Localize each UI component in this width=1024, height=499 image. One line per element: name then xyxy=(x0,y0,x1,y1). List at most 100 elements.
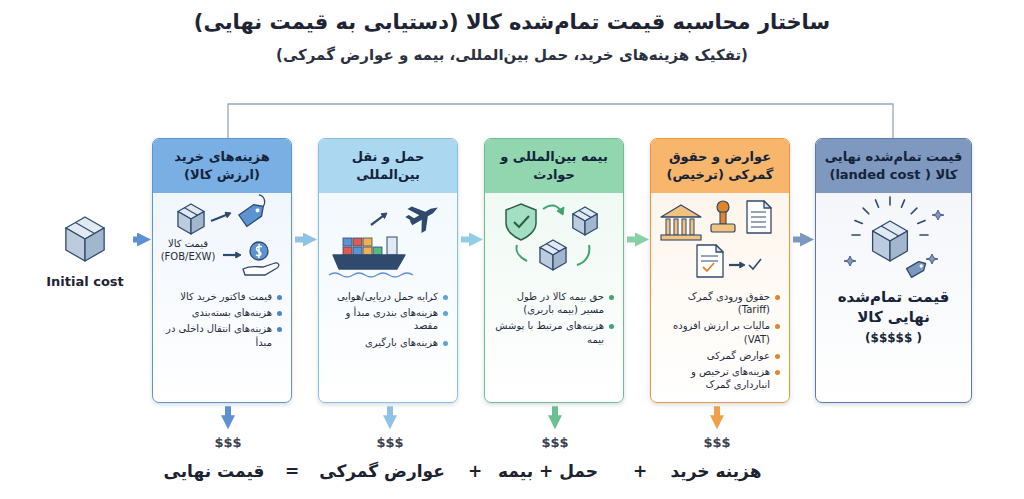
icon-caption: قیمت کالا (FOB/EXW) xyxy=(156,237,220,263)
icon-shape xyxy=(250,242,268,260)
bullet-item: کرایه حمل دریایی/هوایی xyxy=(325,290,449,303)
icon-shape xyxy=(751,212,766,213)
flow-arrow xyxy=(793,237,801,243)
icon-shape xyxy=(701,261,718,262)
icon-shape xyxy=(751,227,766,228)
icon-shape xyxy=(402,195,445,236)
icon-area: قیمت کالا (FOB/EXW) xyxy=(153,193,291,285)
stage-heading: عوارض و حقوق گمرکی (ترخیص) xyxy=(657,148,783,183)
icon-shape xyxy=(907,259,928,277)
icon-shape xyxy=(255,208,261,214)
icon-shape xyxy=(751,222,766,223)
formula-term: حمل + بیمه xyxy=(483,461,613,481)
icon-ray xyxy=(889,197,891,205)
icon-shape xyxy=(666,219,670,235)
result-box: قیمت تمام‌شده نهایی کالا ( landed cost) ق… xyxy=(815,138,972,403)
icon-shape xyxy=(329,273,413,277)
cost-symbol: $$$ xyxy=(652,435,782,450)
down-arrow xyxy=(387,406,393,416)
icon-shape xyxy=(926,254,938,264)
icon-shape xyxy=(717,201,729,213)
formula-term: عوارض گمرکی xyxy=(317,461,447,481)
flow-arrow xyxy=(133,237,138,243)
flow-arrow xyxy=(461,237,470,243)
icon-shape xyxy=(919,264,923,268)
icon-shape xyxy=(506,204,536,240)
box-icon xyxy=(40,212,130,268)
box-icon xyxy=(816,193,970,285)
cost-symbol: $$$ xyxy=(490,435,620,450)
icon-ray xyxy=(901,200,904,207)
down-arrow xyxy=(225,406,231,416)
icon-ray xyxy=(911,208,917,214)
bullet-item: هزینه‌های ترخیص و انبارداری گمرک xyxy=(657,365,781,391)
bracket-line xyxy=(228,104,893,138)
icon-shape xyxy=(373,247,382,255)
box-header: هزینه‌های خرید (ارزش کالا) xyxy=(153,139,291,193)
icon-shape xyxy=(353,238,362,246)
icon-shape xyxy=(225,212,231,217)
bullet-item: حق بیمه کالا در طول مسیر (بیمه باربری) xyxy=(491,290,615,316)
icon-shape xyxy=(243,263,279,275)
icon-arrow xyxy=(223,254,237,256)
icon-shape xyxy=(363,247,372,255)
bullet-item: هزینه‌های بندری مبدأ و مقصد xyxy=(325,306,449,332)
box-icon xyxy=(485,193,622,285)
icon-ray xyxy=(918,220,925,223)
icon-shape xyxy=(697,245,723,277)
icon-shape xyxy=(682,219,686,235)
icon-shape xyxy=(75,222,94,233)
icon-arrow xyxy=(516,245,527,261)
diagram-title: ساختار محاسبه قیمت تمام‌شده کالا (دستیاب… xyxy=(0,10,1024,34)
icon-shape xyxy=(178,212,191,235)
box-header: عوارض و حقوق گمرکی (ترخیص) xyxy=(651,139,789,193)
bullet-list: قیمت فاکتور خرید کالاهزینه‌های بسته‌بندی… xyxy=(153,285,291,360)
bullet-list: حق بیمه کالا در طول مسیر (بیمه باربری) هز… xyxy=(485,285,623,357)
cost-stage-box: عوارض و حقوق گمرکی (ترخیص)حقوق ورودی گمر… xyxy=(650,138,790,403)
icon-shape xyxy=(256,194,267,207)
box-icon xyxy=(319,193,456,285)
icon-area xyxy=(651,193,789,285)
flow-arrow xyxy=(627,237,636,243)
icon-arrow xyxy=(211,214,227,221)
cost-stage-box: هزینه‌های خرید (ارزش کالا) قیمت کالا (FOB… xyxy=(152,138,292,403)
cost-symbol: $$$ xyxy=(325,435,455,450)
result-block: قیمت تمام‌شده نهایی کالا( $$$$$) xyxy=(816,285,971,355)
icon-shape xyxy=(343,238,352,246)
bullet-item: هزینه‌های بارگیری xyxy=(325,336,449,349)
icon-shape xyxy=(579,211,591,218)
icon-shape xyxy=(720,212,726,224)
icon-shape xyxy=(381,213,387,218)
icon-shape xyxy=(236,252,241,258)
icon-shape xyxy=(764,201,771,208)
icon-shape xyxy=(540,248,553,271)
bullet-item: هزینه‌های مرتبط با پوشش بیمه xyxy=(491,319,615,345)
box-header: بیمه بین‌المللی و حوادث xyxy=(485,139,623,193)
formula-term: قیمت نهایی xyxy=(149,461,279,481)
icon-shape xyxy=(546,244,559,252)
result-value: ( $$$$$) xyxy=(824,331,963,345)
icon-shape xyxy=(661,235,701,240)
icon-shape xyxy=(749,259,761,269)
icon-shape xyxy=(711,224,735,232)
diagram-subtitle: (تفکیک هزینه‌های خرید، حمل بین‌المللی، ب… xyxy=(0,46,1024,64)
bullet-item: هزینه‌های انتقال داخلی در مبدأ xyxy=(159,322,283,348)
icon-shape xyxy=(256,244,262,258)
box-header: قیمت تمام‌شده نهایی کالا ( landed cost) xyxy=(816,139,971,193)
icon-shape xyxy=(747,201,771,233)
icon-shape xyxy=(703,263,714,271)
icon-shape xyxy=(751,217,766,218)
icon-ray xyxy=(855,220,862,223)
icon-ray xyxy=(852,234,860,236)
icon-ray xyxy=(863,208,869,214)
icon-arrow xyxy=(577,245,589,265)
box-icon xyxy=(651,193,788,285)
icon-shape xyxy=(557,207,564,215)
stage-heading: حمل و نقل بین‌المللی xyxy=(325,148,451,183)
icon-shape xyxy=(932,210,944,220)
stage-heading: هزینه‌های خرید (ارزش کالا) xyxy=(159,148,285,183)
icon-shape xyxy=(239,201,268,227)
icon-ray xyxy=(875,200,878,207)
box-header: حمل و نقل بین‌المللی xyxy=(319,139,457,193)
